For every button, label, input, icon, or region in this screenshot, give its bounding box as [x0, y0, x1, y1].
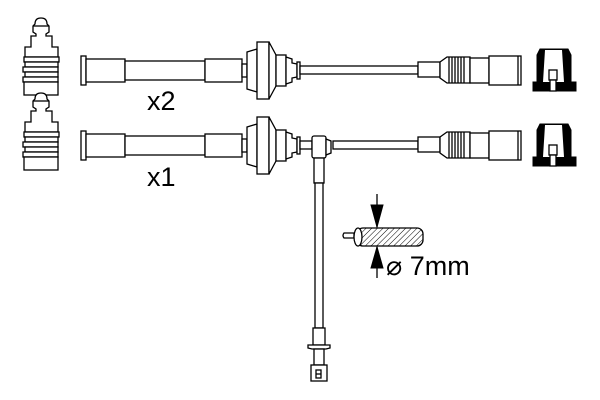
- branch-cable: [314, 182, 324, 329]
- spark-plug-boot-icon: [22, 92, 60, 171]
- plug-connector-icon: [417, 123, 577, 167]
- quantity-label-x1: x1: [147, 162, 176, 192]
- t-junction: [311, 135, 332, 184]
- row-cable-pair: [22, 17, 577, 100]
- spark-plug-boot-icon: [22, 17, 60, 96]
- row-cable-with-branch: [22, 92, 577, 175]
- suppressor-connector-icon: [307, 327, 331, 382]
- distributor-lead-icon: [80, 116, 301, 175]
- cable-line: [299, 65, 419, 75]
- distributor-lead-icon: [80, 41, 301, 100]
- cable-cross-section: [342, 227, 424, 247]
- dimension-arrows-icon: [370, 194, 384, 278]
- diameter-dimension-label: ⌀ 7mm: [386, 251, 470, 281]
- quantity-label-x2: x2: [147, 86, 176, 116]
- plug-connector-icon: [417, 48, 577, 92]
